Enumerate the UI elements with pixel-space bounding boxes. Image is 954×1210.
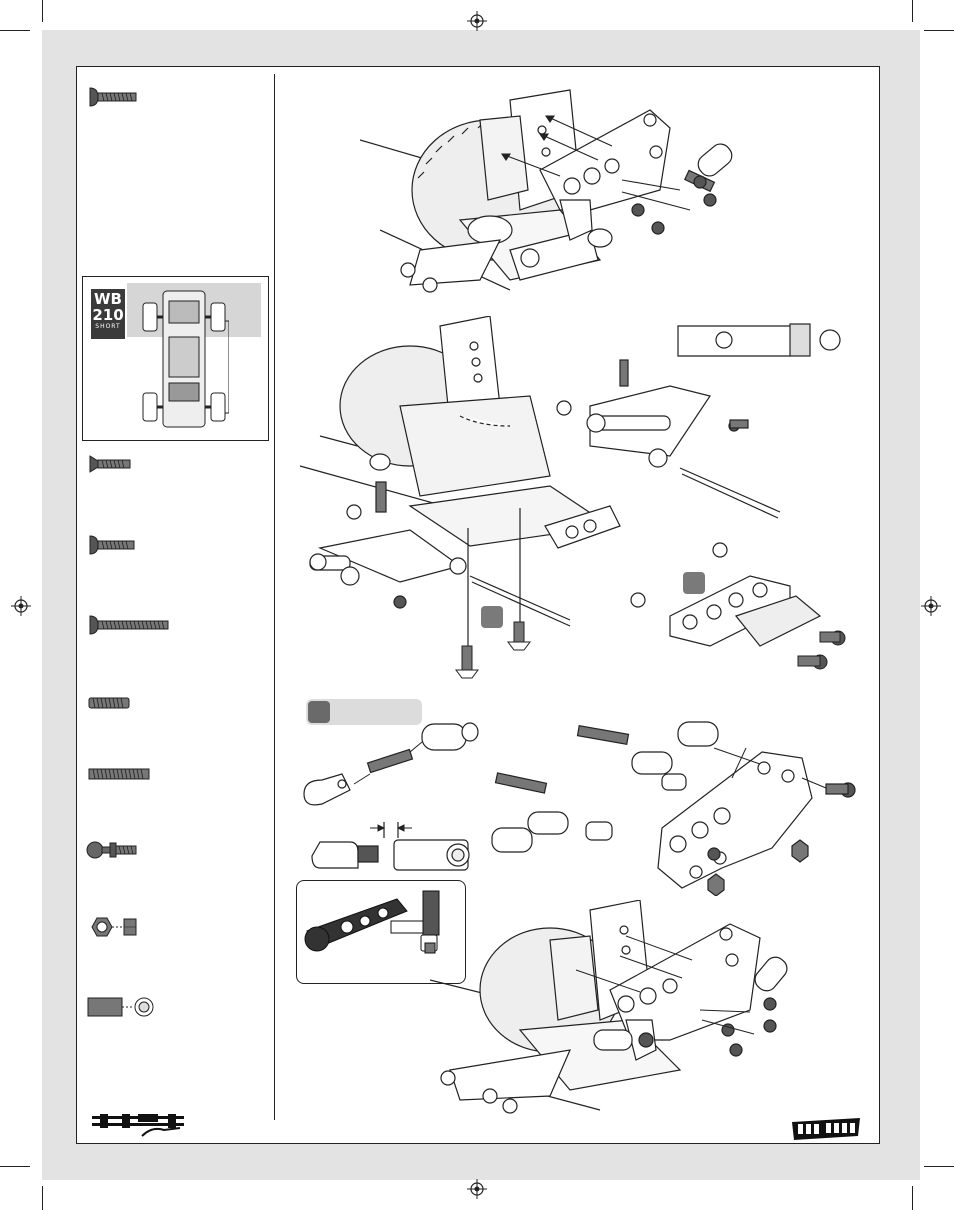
wheelbase-badge: WB 210 SHORT bbox=[91, 289, 125, 339]
badge-line1: WB bbox=[94, 290, 122, 308]
hpi-racing-logo bbox=[92, 1114, 184, 1137]
tool-usage-inset bbox=[296, 880, 466, 984]
callout-badge bbox=[683, 572, 705, 594]
long-button-head-screw-icon bbox=[89, 615, 169, 635]
callout-badge bbox=[481, 606, 503, 628]
crop-mark bbox=[42, 0, 43, 22]
turnbuckle-assembly-diagram bbox=[303, 722, 479, 871]
chassis-topview-icon bbox=[142, 290, 229, 428]
subassembly-label bbox=[306, 699, 422, 725]
crop-mark bbox=[924, 1166, 954, 1167]
button-head-screw-icon bbox=[89, 87, 137, 107]
wrench-tool-icon bbox=[304, 890, 440, 954]
column-divider bbox=[274, 74, 275, 1120]
set-screw-icon bbox=[88, 697, 130, 709]
cup-racer-logo bbox=[792, 1118, 860, 1140]
spacer-icon bbox=[87, 997, 154, 1017]
crop-mark bbox=[0, 30, 30, 31]
nut-icon bbox=[91, 917, 137, 937]
rear-bulkhead-assembly-diagram bbox=[360, 89, 733, 293]
flat-head-screw-icon bbox=[89, 455, 131, 473]
crop-mark bbox=[0, 1166, 30, 1167]
button-head-screw-icon bbox=[89, 535, 135, 555]
registration-mark-icon bbox=[467, 11, 487, 31]
crop-mark bbox=[912, 0, 913, 22]
registration-mark-icon bbox=[921, 596, 941, 616]
crop-mark bbox=[912, 1186, 913, 1210]
chassis-location-map: WB 210 SHORT bbox=[82, 276, 269, 441]
registration-mark-icon bbox=[11, 596, 31, 616]
badge-line3: SHORT bbox=[95, 323, 121, 330]
crop-mark bbox=[42, 1186, 43, 1210]
badge-line2: 210 bbox=[92, 306, 124, 324]
rear-shock-tower-installed-diagram bbox=[430, 900, 788, 1114]
rear-suspension-exploded-diagram bbox=[299, 316, 846, 679]
subassembly-badge bbox=[308, 701, 330, 723]
registration-mark-icon bbox=[467, 1179, 487, 1199]
threaded-rod-icon bbox=[88, 768, 150, 780]
crop-mark bbox=[924, 30, 954, 31]
ball-stud-icon bbox=[86, 841, 137, 859]
shock-tower-parts-diagram bbox=[491, 721, 856, 896]
